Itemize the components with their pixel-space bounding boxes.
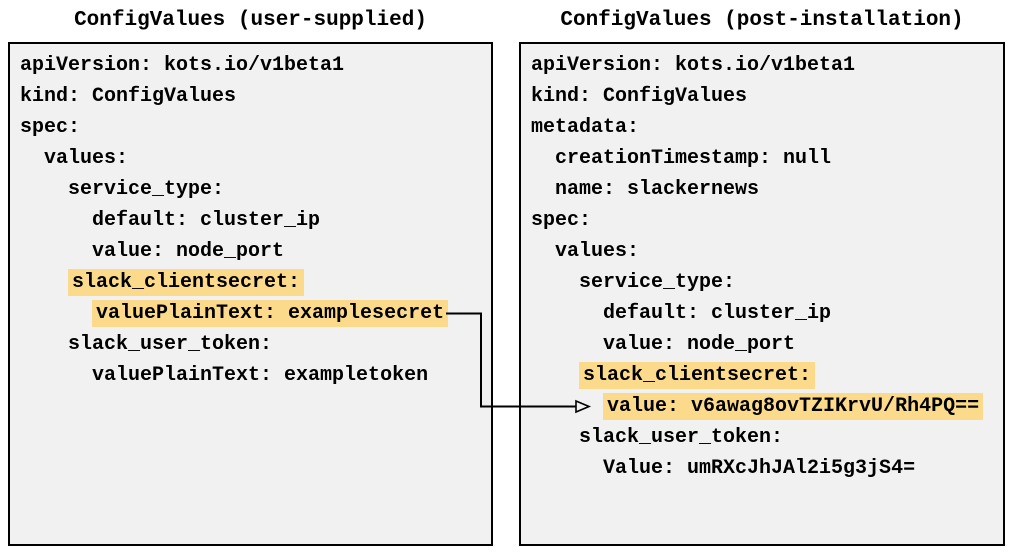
yaml-text: slack_user_token: <box>68 333 273 356</box>
yaml-line: metadata: <box>531 112 1003 143</box>
yaml-text: spec: <box>20 116 81 139</box>
yaml-line: slack_user_token: <box>20 329 491 360</box>
right-panel-box: apiVersion: kots.io/v1beta1 kind: ConfigV… <box>519 42 1005 546</box>
yaml-indent <box>20 271 68 294</box>
left-panel-box: apiVersion: kots.io/v1beta1 kind: ConfigV… <box>8 42 493 546</box>
yaml-text: apiVersion: kots.io/v1beta1 <box>20 54 345 77</box>
yaml-line: apiVersion: kots.io/v1beta1 <box>531 50 1003 81</box>
yaml-indent <box>531 457 603 480</box>
yaml-text: values: <box>44 147 129 170</box>
yaml-line: valuePlainText: exampletoken <box>20 360 491 391</box>
yaml-text: creationTimestamp: null <box>555 147 832 170</box>
yaml-indent <box>20 178 68 201</box>
yaml-text: valuePlainText: exampletoken <box>92 364 429 387</box>
yaml-text: default: cluster_ip <box>603 302 832 325</box>
yaml-indent <box>531 240 555 263</box>
yaml-line: Value: umRXcJhJAl2i5g3jS4= <box>531 453 1003 484</box>
yaml-indent <box>531 178 555 201</box>
yaml-line: values: <box>531 236 1003 267</box>
yaml-line: slack_clientsecret: <box>531 360 1003 391</box>
yaml-line: spec: <box>20 112 491 143</box>
yaml-text: name: slackernews <box>555 178 760 201</box>
yaml-line: creationTimestamp: null <box>531 143 1003 174</box>
yaml-line: spec: <box>531 205 1003 236</box>
yaml-line: default: cluster_ip <box>531 298 1003 329</box>
yaml-text: service_type: <box>579 271 736 294</box>
yaml-line: apiVersion: kots.io/v1beta1 <box>20 50 491 81</box>
yaml-line: slack_user_token: <box>531 422 1003 453</box>
yaml-indent <box>20 147 44 170</box>
yaml-text: default: cluster_ip <box>92 209 321 232</box>
yaml-line: value: v6awag8ovTZIKrvU/Rh4PQ== <box>531 391 1003 422</box>
yaml-line: service_type: <box>20 174 491 205</box>
yaml-indent <box>20 240 92 263</box>
yaml-line: value: node_port <box>531 329 1003 360</box>
yaml-text: slack_user_token: <box>579 426 784 449</box>
yaml-line: slack_clientsecret: <box>20 267 491 298</box>
yaml-text: apiVersion: kots.io/v1beta1 <box>531 54 856 77</box>
yaml-text: value: node_port <box>603 333 796 356</box>
yaml-text-highlighted: value: v6awag8ovTZIKrvU/Rh4PQ== <box>603 393 984 420</box>
yaml-indent <box>20 209 92 232</box>
yaml-text: metadata: <box>531 116 640 139</box>
yaml-text: kind: ConfigValues <box>20 85 237 108</box>
yaml-indent <box>20 302 92 325</box>
yaml-indent <box>531 333 603 356</box>
yaml-text: value: node_port <box>92 240 285 263</box>
yaml-indent <box>531 426 579 449</box>
yaml-text: spec: <box>531 209 592 232</box>
yaml-indent <box>531 302 603 325</box>
left-panel-title: ConfigValues (user-supplied) <box>74 9 427 32</box>
yaml-indent <box>531 147 555 170</box>
yaml-text-highlighted: slack_clientsecret: <box>68 269 305 296</box>
yaml-line: service_type: <box>531 267 1003 298</box>
yaml-line: value: node_port <box>20 236 491 267</box>
yaml-text: Value: umRXcJhJAl2i5g3jS4= <box>603 457 916 480</box>
yaml-text: service_type: <box>68 178 225 201</box>
yaml-line: valuePlainText: examplesecret <box>20 298 491 329</box>
right-panel-title: ConfigValues (post-installation) <box>560 9 964 32</box>
yaml-indent <box>531 364 579 387</box>
yaml-line: kind: ConfigValues <box>531 81 1003 112</box>
yaml-indent <box>20 364 92 387</box>
yaml-text-highlighted: slack_clientsecret: <box>579 362 816 389</box>
yaml-line: name: slackernews <box>531 174 1003 205</box>
yaml-text-highlighted: valuePlainText: examplesecret <box>92 300 449 327</box>
yaml-line: default: cluster_ip <box>20 205 491 236</box>
yaml-text: values: <box>555 240 640 263</box>
yaml-line: kind: ConfigValues <box>20 81 491 112</box>
yaml-indent <box>531 395 603 418</box>
yaml-indent <box>531 271 579 294</box>
yaml-indent <box>20 333 68 356</box>
yaml-line: values: <box>20 143 491 174</box>
yaml-text: kind: ConfigValues <box>531 85 748 108</box>
